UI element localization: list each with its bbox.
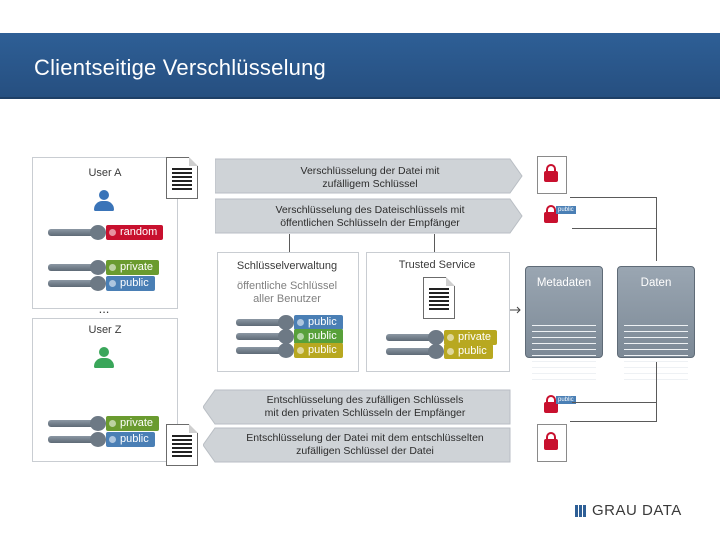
encrypted-key-icon: public	[544, 204, 576, 228]
public-key-yellow: public	[236, 343, 344, 358]
user-z-icon	[94, 347, 114, 369]
plaintext-document-icon	[166, 424, 198, 466]
title-bar	[0, 33, 720, 99]
connector-line	[289, 234, 290, 252]
user-a-icon	[94, 190, 114, 212]
connector-line	[656, 197, 657, 261]
grau-data-logo: GRAU DATA	[592, 502, 682, 519]
connector-line	[570, 197, 656, 198]
decrypt-file-label: Entschlüsselung der Datei mit dem entsch…	[246, 432, 484, 457]
grau-data-logo-icon	[575, 505, 587, 517]
data-server: Daten	[617, 266, 695, 383]
trusted-service-title: Trusted Service	[398, 259, 476, 271]
encrypt-arrows	[215, 158, 523, 234]
user-a-label: User A	[88, 167, 122, 179]
public-key-green: public	[236, 329, 344, 344]
connector-line	[572, 402, 656, 403]
user-a-private-key: private	[48, 260, 160, 275]
document-icon	[423, 277, 455, 319]
private-key-label: private	[106, 260, 160, 275]
public-key-label: public	[106, 276, 155, 291]
encrypted-key-icon: public	[544, 394, 576, 418]
plaintext-document-icon	[166, 157, 198, 199]
arrow-right-icon	[510, 306, 521, 314]
private-key-label: private	[106, 416, 160, 431]
trusted-public-key: public	[386, 344, 494, 359]
metadata-server: Metadaten	[525, 266, 603, 383]
public-key-label: public	[106, 432, 155, 447]
user-z-label: User Z	[88, 324, 122, 336]
encrypted-document-icon	[537, 424, 567, 462]
decrypt-arrows	[203, 389, 511, 463]
random-key: random	[48, 225, 164, 240]
connector-line	[572, 228, 656, 229]
decrypt-key-label: Entschlüsselung des zufälligen Schlüssel…	[264, 394, 466, 419]
trusted-private-key: private	[386, 330, 498, 345]
connector-line	[434, 234, 435, 252]
connector-line	[570, 421, 656, 422]
user-z-public-key: public	[48, 432, 158, 447]
connector-line	[656, 362, 657, 422]
slide-title: Clientseitige Verschlüsselung	[34, 55, 326, 80]
ellipsis: ...	[98, 301, 110, 316]
public-key-blue: public	[236, 315, 344, 330]
random-key-label: random	[106, 225, 164, 240]
encrypted-document-icon	[537, 156, 567, 194]
user-z-private-key: private	[48, 416, 160, 431]
key-management-title: Schlüsselverwaltung	[236, 260, 338, 272]
user-a-public-key: public	[48, 276, 158, 291]
